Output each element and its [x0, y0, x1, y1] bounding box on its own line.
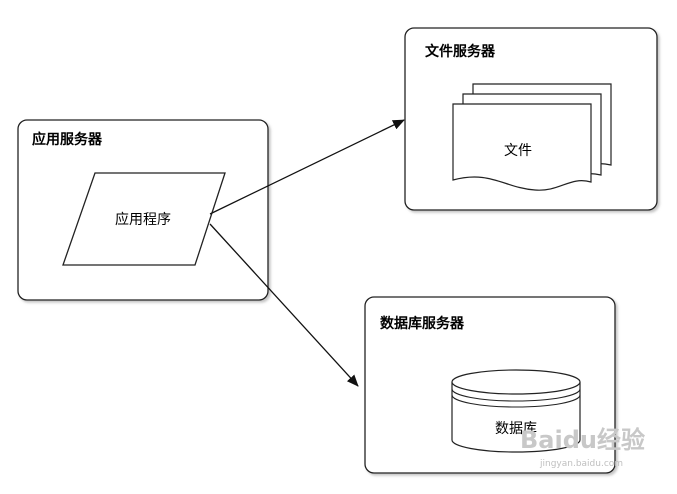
database-label: 数据库 [495, 421, 537, 437]
baidu-watermark: Baidu经验 jingyan.baidu.com [520, 426, 645, 469]
watermark-brand: Baidu经验 [520, 426, 645, 454]
database-icon: 数据库 [451, 369, 581, 453]
app-program-label: 应用程序 [115, 211, 171, 228]
app-program-shape: 应用程序 [62, 172, 226, 266]
document-stack-icon: 文件 [452, 83, 612, 191]
arrow-to-db-server [209, 223, 359, 387]
watermark-url: jingyan.baidu.com [539, 459, 623, 469]
app-server-title: 应用服务器 [32, 131, 103, 148]
file-server-title: 文件服务器 [425, 43, 496, 60]
arrow-to-file-server [209, 119, 405, 215]
file-label: 文件 [504, 143, 532, 159]
db-server-title: 数据库服务器 [380, 315, 465, 332]
